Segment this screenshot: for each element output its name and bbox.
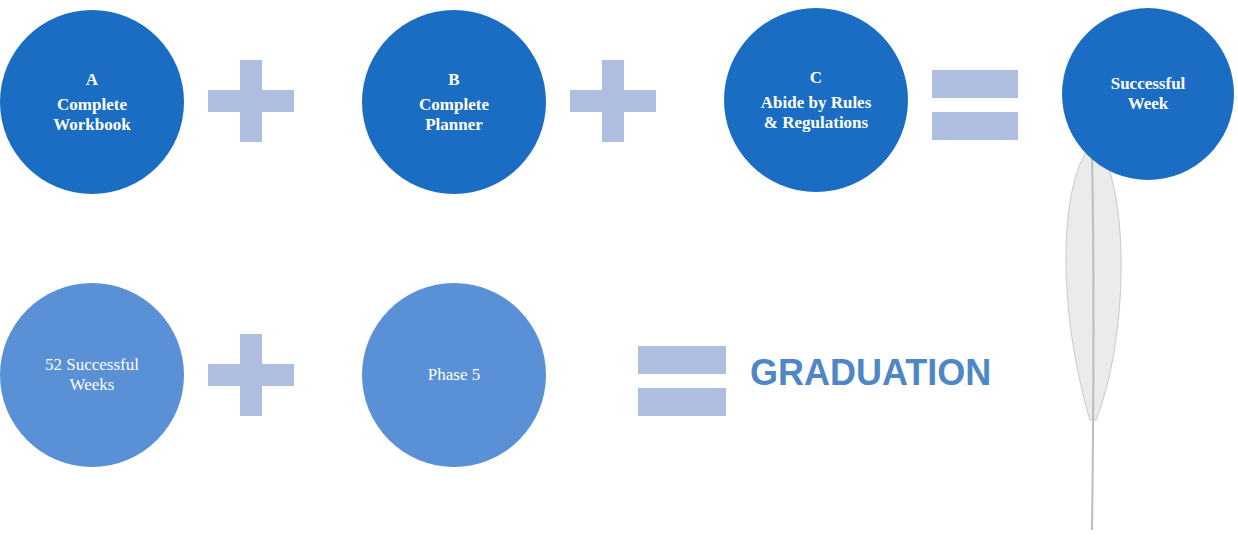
step-circle: 52 Successful Weeks [0,283,184,467]
step-circle: Successful Week [1062,8,1234,180]
plus-sign [570,60,656,142]
step-text: Phase 5 [428,365,480,385]
plus-sign [208,60,294,142]
step-circle: A Complete Workbook [0,10,184,194]
step-text: Successful Week [1089,74,1207,113]
plus-sign [208,334,294,416]
step-text: 52 Successful Weeks [33,355,151,394]
step-circle: Phase 5 [362,283,546,467]
step-letter: B [448,70,459,90]
equals-sign [638,346,726,416]
step-text: Complete Workbook [33,95,151,134]
step-text: Abide by Rules & Regulations [757,93,875,132]
result-label: GRADUATION [750,352,991,394]
step-circle: C Abide by Rules & Regulations [724,8,908,192]
step-circle: B Complete Planner [362,10,546,194]
feather-watermark [1066,140,1121,530]
step-text: Complete Planner [395,95,513,134]
step-letter: A [86,70,98,90]
equals-sign [932,70,1018,140]
step-letter: C [810,68,822,88]
